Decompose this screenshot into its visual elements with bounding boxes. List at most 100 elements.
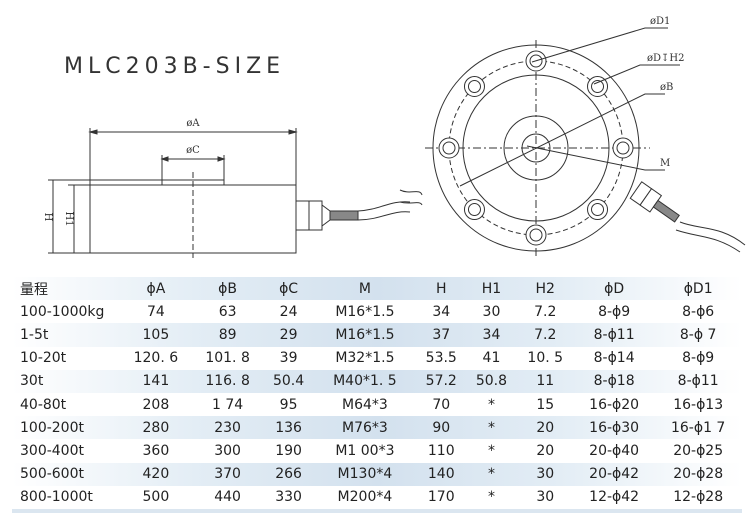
load-boss xyxy=(503,115,569,181)
table-cell: 208 xyxy=(142,396,170,413)
product-title: MLC203B-SIZE xyxy=(64,54,286,79)
table-cell: M16*1.5 xyxy=(335,326,395,343)
table-cell: 8-ϕ 7 xyxy=(679,326,717,343)
table-cell: 57.2 xyxy=(425,373,457,390)
table-cell: 53.5 xyxy=(425,350,457,367)
table-cell: 440 xyxy=(191,485,264,513)
table-cell: 110 xyxy=(427,442,455,459)
table-cell: 50.4 xyxy=(272,373,305,390)
bolt-hole xyxy=(616,141,630,155)
top-cable xyxy=(675,221,746,253)
table-cell: 8-ϕ18 xyxy=(593,373,635,390)
table-cell: 100-200t xyxy=(20,419,84,436)
table-cell: 20-ϕ42 xyxy=(589,466,640,483)
table-cell: 34 xyxy=(482,326,501,343)
side-view: øA øC H H1 xyxy=(42,118,411,258)
table-cell: 20-ϕ25 xyxy=(673,442,724,459)
table-cell: 39 xyxy=(279,350,298,367)
table-cell: 140 xyxy=(427,466,455,483)
table-cell: 266 xyxy=(275,466,302,483)
bolt-hole xyxy=(467,79,481,93)
column-header: H1 xyxy=(481,280,502,297)
label-dia-d1: øD1 xyxy=(650,16,670,27)
bolt-holes xyxy=(438,50,634,246)
table-cell: 800-1000t xyxy=(12,485,120,513)
table-cell: 16-ϕ13 xyxy=(673,396,724,413)
table-cell: 16-ϕ20 xyxy=(589,396,640,413)
table-cell: 8-ϕ9 xyxy=(598,303,631,320)
column-header: H xyxy=(435,280,447,297)
table-cell: M40*1. 5 xyxy=(333,373,397,390)
table-cell: 8-ϕ11 xyxy=(593,326,635,343)
table-cell: 280 xyxy=(142,419,170,436)
table-cell: 12-ϕ28 xyxy=(654,485,742,513)
table-cell: M64*3 xyxy=(342,396,388,413)
table-cell: 37 xyxy=(432,326,451,343)
bolt-hole xyxy=(442,141,456,155)
label-h1: H1 xyxy=(63,211,74,226)
table-cell: 50.8 xyxy=(475,373,508,390)
table-cell: 10. 5 xyxy=(527,350,564,367)
bolt-hole xyxy=(529,228,543,242)
table-cell: * xyxy=(487,466,495,483)
table-cell: 120. 6 xyxy=(133,350,179,367)
column-header: ϕB xyxy=(218,280,238,297)
table-cell: M32*1.5 xyxy=(335,350,395,367)
table-cell: 16-ϕ1 7 xyxy=(670,419,726,436)
label-dia-d-h2: øD↧H2 xyxy=(647,53,685,64)
column-header: ϕD xyxy=(604,280,625,297)
table-cell: * xyxy=(466,485,517,513)
table-cell: 141 xyxy=(142,373,170,390)
table-cell: 63 xyxy=(218,303,237,320)
table-cell: M76*3 xyxy=(342,419,388,436)
column-header: M xyxy=(358,280,371,297)
bolt-hole xyxy=(591,203,605,217)
table-cell: M1 00*3 xyxy=(335,442,395,459)
table-cell: 30t xyxy=(20,373,44,390)
column-header: ϕC xyxy=(279,280,299,297)
label-dia-a: øA xyxy=(186,118,200,129)
top-view: øD1 øD↧H2 øB M xyxy=(399,16,746,258)
table-cell: 101. 8 xyxy=(205,350,250,367)
table-cell: 90 xyxy=(432,419,451,436)
table-cell: 95 xyxy=(279,396,298,413)
technical-drawing: øA øC H H1 øD1 øD↧H2 øB M xyxy=(42,16,746,258)
table-cell: 11 xyxy=(536,373,555,390)
table-cell: 16-ϕ30 xyxy=(589,419,640,436)
table-cell: 190 xyxy=(275,442,302,459)
table-cell: M16*1.5 xyxy=(335,303,395,320)
table-cell: 15 xyxy=(536,396,555,413)
table-cell: 360 xyxy=(142,442,170,459)
table-cell: 1-5t xyxy=(20,326,49,343)
table-cell: 70 xyxy=(432,396,451,413)
label-h: H xyxy=(42,213,53,222)
table-cell: 116. 8 xyxy=(205,373,250,390)
cable xyxy=(357,201,411,221)
table-cell: 136 xyxy=(275,419,302,436)
table-cell: M200*4 xyxy=(313,485,417,513)
table-cell: 29 xyxy=(279,326,298,343)
table-cell: 300 xyxy=(214,442,241,459)
table-cell: 74 xyxy=(146,303,165,320)
table-cell: 230 xyxy=(214,419,241,436)
table-cell: 105 xyxy=(142,326,170,343)
table-cell: M130*4 xyxy=(337,466,393,483)
table-cell: 30 xyxy=(516,485,574,513)
table-cell: 30 xyxy=(536,466,555,483)
outer-flange xyxy=(432,44,640,252)
cable-gland xyxy=(295,200,310,231)
table-cell: 34 xyxy=(432,303,451,320)
inner-body xyxy=(462,74,610,222)
table-cell: * xyxy=(487,396,495,413)
table-cell: 7.2 xyxy=(534,326,557,343)
table-cell: 8-ϕ9 xyxy=(682,350,715,367)
column-header: ϕA xyxy=(146,280,166,297)
label-dia-c: øC xyxy=(186,145,200,156)
